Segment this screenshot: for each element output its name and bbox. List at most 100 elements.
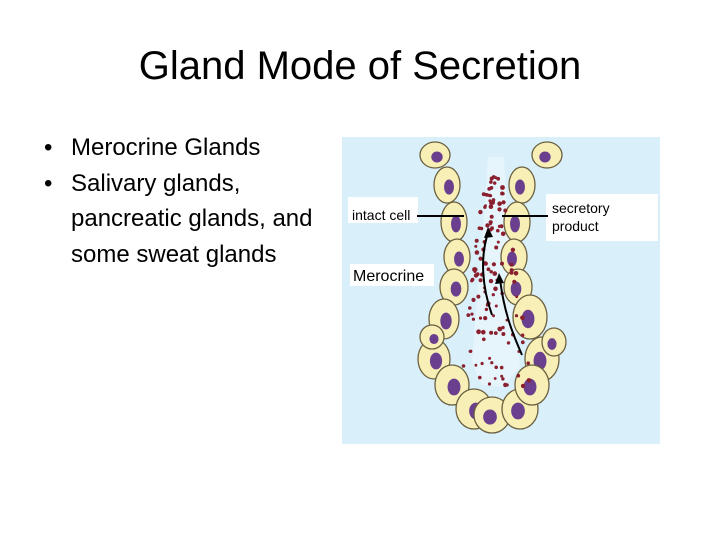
secretory-granule: [478, 278, 483, 283]
cell-nucleus: [539, 151, 551, 163]
bullet-dot-icon: •: [44, 169, 53, 197]
secretory-granule: [501, 325, 505, 330]
secretory-granule: [474, 363, 478, 367]
secretory-granule: [466, 313, 471, 317]
cell-nucleus: [429, 352, 443, 370]
secretory-granule: [461, 364, 466, 368]
merocrine-label-box: [350, 264, 434, 286]
secretory-granule: [500, 185, 505, 190]
bullet-text: Salivary glands, pancreatic glands, and …: [71, 169, 313, 268]
secretory-granule: [499, 224, 504, 228]
secretory-granule: [481, 329, 486, 335]
secretory-granule: [476, 294, 481, 299]
secretory-granule: [500, 261, 504, 266]
secretory-granule: [496, 240, 500, 244]
merocrine-arrow-right: [499, 278, 523, 356]
secretory-granule: [494, 245, 499, 250]
secretory-granule: [494, 304, 498, 308]
cell-nucleus: [547, 338, 557, 350]
secretory-granule: [516, 373, 521, 378]
secretory-granule: [471, 317, 475, 321]
secretory-granule: [483, 261, 488, 266]
secretory-granule: [488, 199, 492, 203]
secretory-granule: [474, 238, 479, 243]
secretory-granule: [491, 293, 495, 297]
secretory-granule: [476, 329, 481, 335]
secretory-granule: [488, 278, 494, 284]
secretory-granule: [488, 227, 493, 232]
secretory-granule: [506, 341, 511, 345]
secretory-granule: [482, 337, 486, 342]
secretory-granule: [489, 270, 493, 274]
secretory-granule: [514, 314, 519, 318]
secretory-granule: [478, 256, 483, 261]
secretory-granule: [489, 214, 494, 219]
cell-nucleus: [510, 281, 522, 297]
secretory-granule: [520, 383, 526, 389]
secretory-granule: [475, 272, 480, 277]
intact-cell-label-box: [348, 197, 418, 223]
secretory-granule: [483, 316, 488, 321]
secretory-label-line1: secretory: [552, 200, 610, 216]
secretory-granule: [510, 247, 516, 252]
cell-nucleus: [454, 251, 464, 267]
secretory-granule: [520, 315, 525, 321]
secretory-granule: [497, 326, 503, 332]
cell-nucleus: [429, 333, 439, 345]
cell-nucleus: [431, 151, 443, 163]
secretory-granule: [501, 200, 506, 205]
cell-nucleus: [444, 179, 454, 195]
secretory-granule: [497, 207, 502, 212]
secretory-label-line2: product: [552, 218, 599, 234]
cell-nucleus: [451, 215, 461, 233]
secretory-granule: [509, 268, 514, 273]
cell-nucleus: [523, 378, 537, 396]
secretory-granule: [470, 277, 475, 282]
secretory-granule: [503, 208, 508, 213]
secretory-granule: [500, 231, 506, 237]
secretory-granule: [497, 201, 502, 206]
secretory-granule: [487, 382, 492, 386]
secretory-granule: [471, 297, 476, 302]
secretory-granule: [512, 279, 517, 284]
secretory-granule: [501, 332, 506, 336]
secretory-granule: [515, 295, 519, 299]
intact-cell-label: intact cell: [352, 207, 410, 223]
secretory-granule: [485, 223, 490, 228]
merocrine-arrow-right-head: [495, 273, 504, 284]
secretory-granule: [478, 375, 482, 380]
secretory-granule: [489, 330, 494, 335]
secretory-granule: [492, 271, 498, 276]
secretory-granule: [501, 377, 505, 381]
secretory-granule: [513, 271, 519, 276]
bullet-item: • Salivary glands, pancreatic glands, an…: [44, 166, 334, 273]
cell-nucleus: [510, 215, 520, 233]
cell-nucleus: [521, 309, 535, 329]
bullet-item: • Merocrine Glands: [44, 130, 334, 166]
merocrine-arrow-left-head: [484, 227, 493, 238]
secretory-granule: [520, 333, 525, 338]
gland-cells: [417, 141, 567, 434]
secretory-granule: [526, 361, 530, 365]
merocrine-arrow-left: [482, 232, 493, 316]
secretory-granule: [487, 187, 492, 191]
secretory-granule: [468, 306, 472, 310]
cell-nucleus: [515, 179, 525, 195]
bullet-dot-icon: •: [44, 134, 53, 161]
secretory-granule: [526, 378, 532, 383]
secretory-granule: [469, 349, 473, 353]
secretory-granule: [494, 365, 498, 370]
secretory-granules: [461, 175, 532, 389]
secretory-granule: [470, 312, 474, 316]
secretory-granule: [484, 307, 489, 312]
bullet-list: • Merocrine Glands • Salivary glands, pa…: [44, 130, 334, 272]
secretory-granule: [489, 180, 493, 184]
secretory-granule: [489, 194, 493, 198]
secretory-granule: [472, 267, 477, 272]
secretory-label-box: [546, 194, 658, 241]
secretory-granule: [494, 176, 498, 180]
secretory-granule: [501, 192, 505, 196]
secretory-granule: [474, 244, 478, 248]
secretory-granule: [491, 198, 496, 202]
cell-nucleus: [450, 281, 462, 297]
